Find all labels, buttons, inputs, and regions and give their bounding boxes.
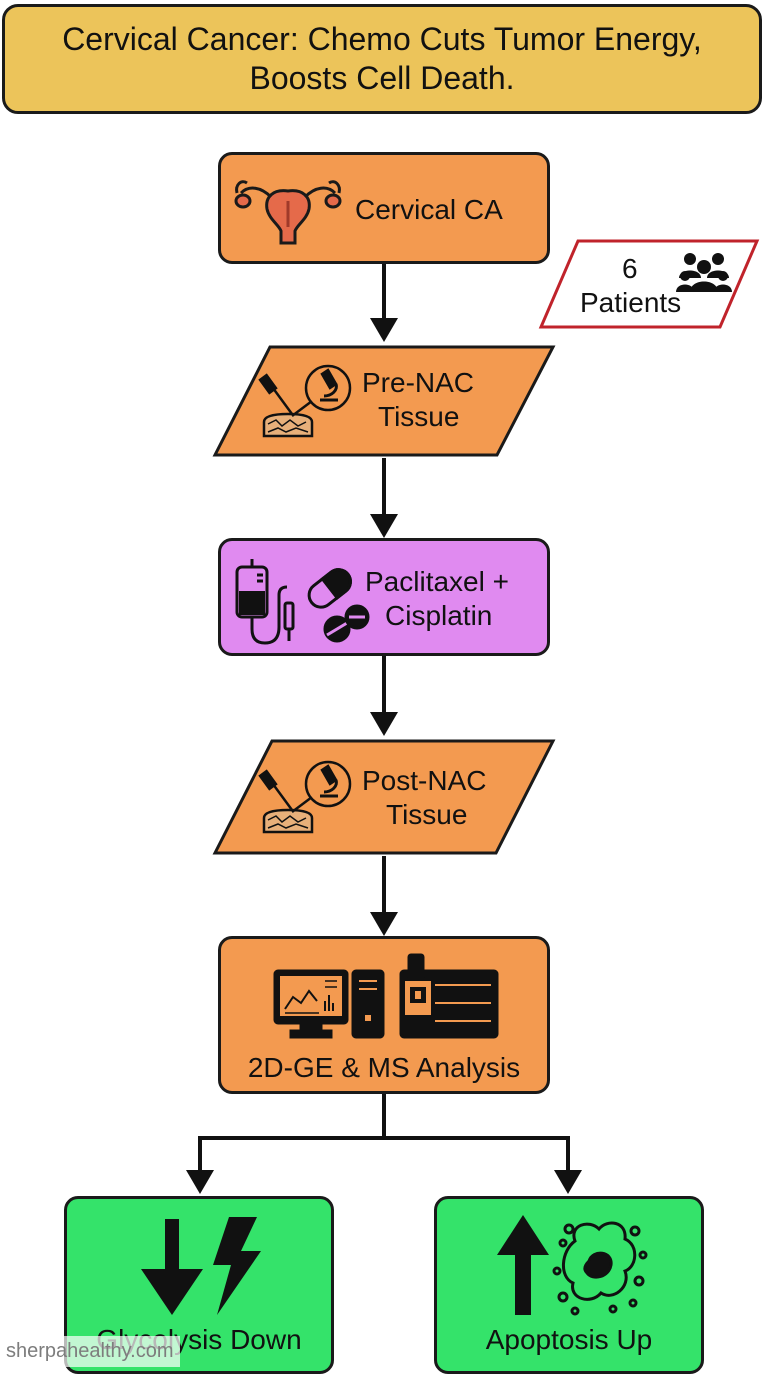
biopsy-microscope-icon bbox=[258, 760, 352, 834]
arrowhead bbox=[370, 318, 398, 342]
people-group-icon bbox=[676, 253, 732, 292]
chemo-line2: Cisplatin bbox=[385, 600, 493, 631]
split-connector bbox=[198, 1093, 570, 1172]
arrowhead bbox=[370, 514, 398, 538]
post-nac-box: Post-NAC Tissue bbox=[212, 738, 556, 856]
cervical-ca-label: Cervical CA bbox=[355, 194, 503, 225]
cervical-ca-box: Cervical CA bbox=[218, 152, 550, 264]
arrowhead bbox=[554, 1170, 582, 1194]
computer-mass-spectrometer-icon bbox=[273, 953, 499, 1039]
arrowhead bbox=[370, 912, 398, 936]
pre-nac-box: Pre-NAC Tissue bbox=[212, 344, 556, 458]
chemo-line1: Paclitaxel + bbox=[365, 566, 509, 597]
watermark: sherpahealthy.com bbox=[0, 1336, 180, 1367]
pre-nac-line1: Pre-NAC bbox=[362, 367, 475, 398]
diagram-title: Cervical Cancer: Chemo Cuts Tumor Energy… bbox=[2, 4, 762, 114]
analysis-box: 2D-GE & MS Analysis bbox=[218, 936, 550, 1094]
apoptosis-label: Apoptosis Up bbox=[485, 1324, 653, 1355]
biopsy-microscope-icon bbox=[258, 364, 352, 438]
patients-label: Patients bbox=[580, 287, 682, 318]
analysis-label: 2D-GE & MS Analysis bbox=[247, 1052, 521, 1083]
patients-box: 6 Patients bbox=[538, 238, 760, 330]
chemo-box: Paclitaxel + Cisplatin bbox=[218, 538, 550, 656]
diagram-title-text: Cervical Cancer: Chemo Cuts Tumor Energy… bbox=[62, 21, 702, 96]
post-nac-line2: Tissue bbox=[386, 799, 468, 830]
pre-nac-line2: Tissue bbox=[378, 401, 460, 432]
post-nac-line1: Post-NAC bbox=[362, 765, 487, 796]
iv-bag-pills-icon bbox=[235, 559, 370, 645]
apoptosis-box: Apoptosis Up bbox=[434, 1196, 704, 1374]
uterus-icon bbox=[234, 180, 342, 245]
arrowhead bbox=[370, 712, 398, 736]
up-arrow-dying-cell-icon bbox=[497, 1215, 648, 1316]
patients-count: 6 bbox=[622, 253, 638, 284]
arrowhead bbox=[186, 1170, 214, 1194]
down-arrow-lightning-icon bbox=[141, 1217, 261, 1315]
